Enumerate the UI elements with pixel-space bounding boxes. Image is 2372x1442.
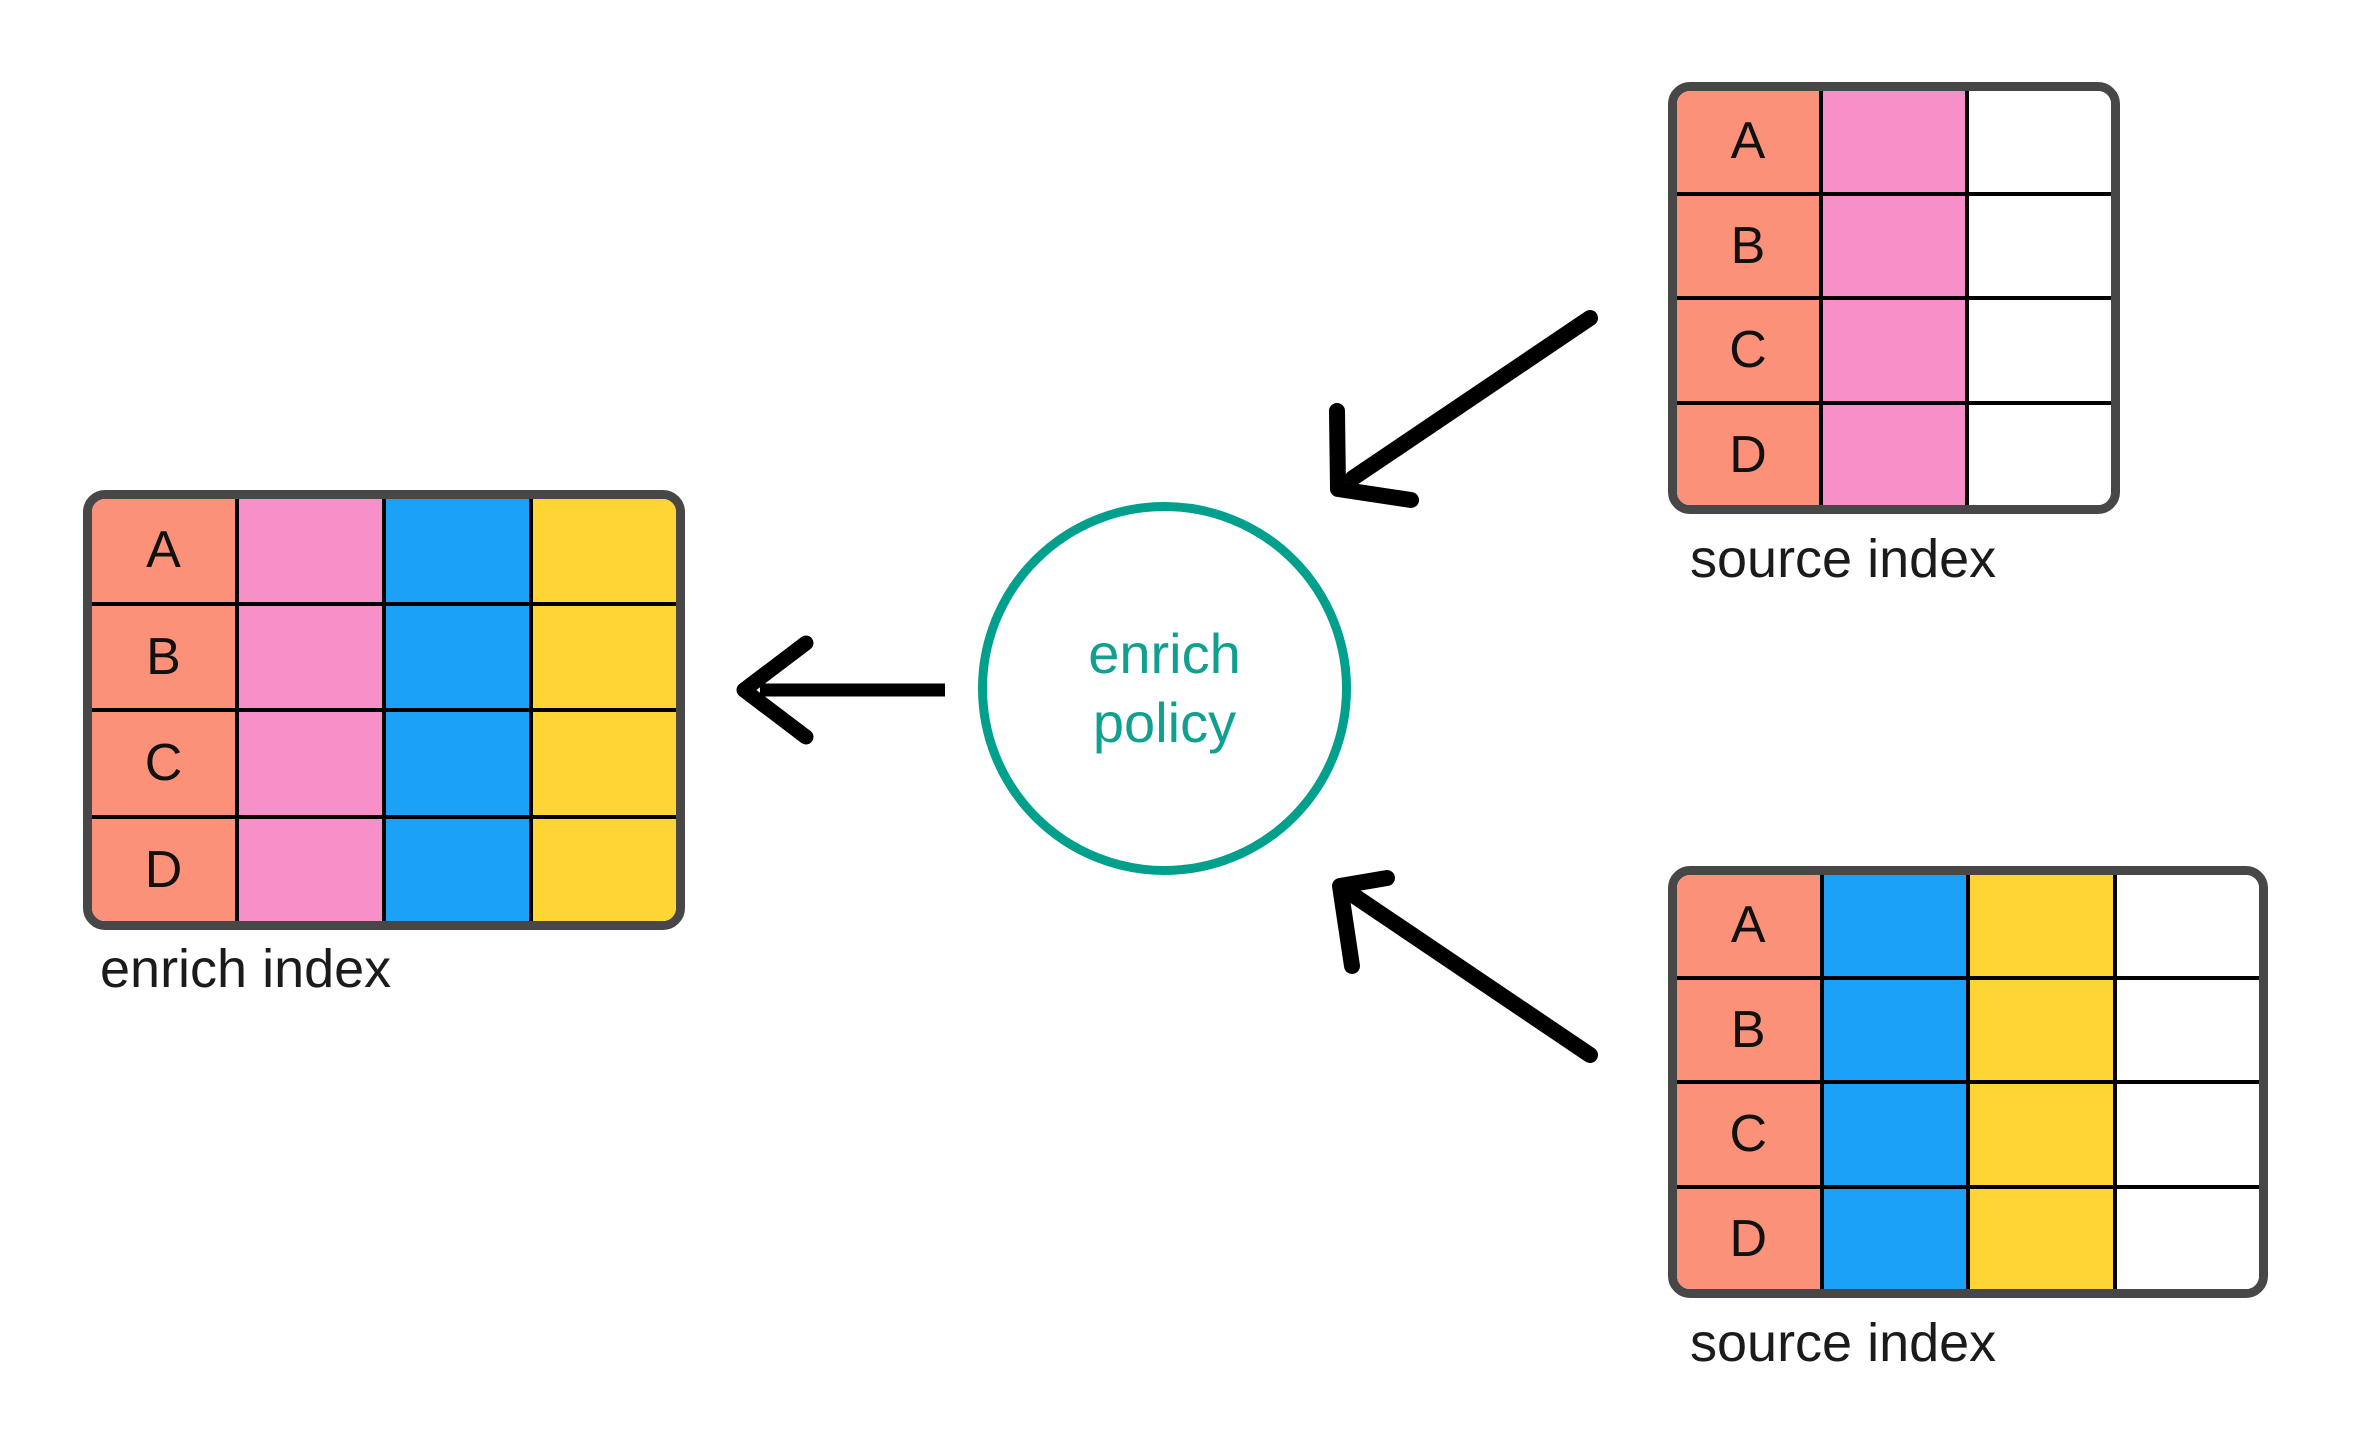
table-cell-empty <box>2116 875 2259 976</box>
table-cell-pink <box>1823 300 1969 401</box>
table-row: B <box>92 605 676 712</box>
table-row: D <box>92 818 676 921</box>
policy-label-line2: policy <box>1092 690 1237 754</box>
table-cell-empty <box>1969 300 2111 401</box>
table-cell-key: D <box>92 818 239 921</box>
source-index-top-table: A B C D <box>1668 82 2120 514</box>
enrich-index-caption: enrich index <box>100 939 392 999</box>
row-key-label: B <box>146 627 181 686</box>
source-index-bottom-caption: source index <box>1690 1313 1997 1373</box>
table-row: B <box>1677 195 2111 300</box>
table-cell-yellow <box>533 499 676 602</box>
row-key-label: C <box>1729 1105 1768 1164</box>
table-cell-key: B <box>1677 979 1824 1080</box>
table-cell-blue <box>386 712 533 815</box>
table-cell-key: A <box>1677 875 1824 976</box>
table-cell-yellow <box>533 818 676 921</box>
table-cell-empty <box>2116 1188 2259 1289</box>
table-cell-pink <box>1823 195 1969 296</box>
policy-label-line1: enrich <box>1088 622 1241 686</box>
table-cell-key: C <box>92 712 239 815</box>
table-cell-pink <box>1823 91 1969 192</box>
table-row: B <box>1677 979 2259 1084</box>
row-key-label: B <box>1730 1000 1766 1059</box>
row-key-label: D <box>1729 425 1767 484</box>
table-cell-yellow <box>1970 1188 2117 1289</box>
table-cell-pink <box>239 499 386 602</box>
row-key-label: A <box>146 521 181 580</box>
table-cell-key: A <box>92 499 239 602</box>
table-cell-blue <box>1823 1188 1970 1289</box>
row-key-label: B <box>1730 216 1766 275</box>
table-row: A <box>1677 875 2259 980</box>
row-key-label: C <box>1729 321 1767 380</box>
row-key-label: A <box>1730 896 1766 955</box>
row-key-label: D <box>1729 1209 1768 1268</box>
table-cell-blue <box>386 605 533 708</box>
enrich-policy-node: enrich policy <box>978 502 1351 875</box>
enrich-index-table: A B C D <box>83 490 685 930</box>
table-cell-yellow <box>1970 1084 2117 1185</box>
table-cell-empty <box>2116 979 2259 1080</box>
table-cell-blue <box>1823 1084 1970 1185</box>
table-row: C <box>1677 300 2111 405</box>
table-cell-yellow <box>1970 875 2117 976</box>
table-cell-empty <box>1969 404 2111 505</box>
source-index-bottom-table: A B C D <box>1668 866 2268 1298</box>
table-cell-yellow <box>533 712 676 815</box>
table-row: A <box>92 499 676 606</box>
table-cell-key: D <box>1677 404 1823 505</box>
table-cell-yellow <box>1970 979 2117 1080</box>
row-key-label: C <box>144 734 183 793</box>
table-cell-key: C <box>1677 1084 1824 1185</box>
table-cell-empty <box>1969 195 2111 296</box>
table-cell-yellow <box>533 605 676 708</box>
table-cell-pink <box>1823 404 1969 505</box>
table-cell-key: D <box>1677 1188 1824 1289</box>
table-cell-empty <box>2116 1084 2259 1185</box>
arrow-policy-to-enrich-index <box>736 635 945 745</box>
arrow-source-bottom-to-policy <box>1332 870 1598 1063</box>
table-cell-blue <box>386 499 533 602</box>
row-key-label: A <box>1730 112 1766 171</box>
table-row: C <box>92 712 676 819</box>
table-cell-key: B <box>92 605 239 708</box>
table-row: D <box>1677 1188 2259 1289</box>
row-key-label: D <box>144 840 183 899</box>
table-cell-blue <box>1823 875 1970 976</box>
table-cell-pink <box>239 818 386 921</box>
table-cell-key: C <box>1677 300 1823 401</box>
arrow-source-top-to-policy <box>1329 310 1598 508</box>
table-row: A <box>1677 91 2111 196</box>
table-cell-pink <box>239 605 386 708</box>
table-cell-key: A <box>1677 91 1823 192</box>
table-row: D <box>1677 404 2111 505</box>
table-cell-empty <box>1969 91 2111 192</box>
source-index-top-caption: source index <box>1690 529 1997 589</box>
table-row: C <box>1677 1084 2259 1189</box>
table-cell-key: B <box>1677 195 1823 296</box>
table-cell-blue <box>386 818 533 921</box>
table-cell-pink <box>239 712 386 815</box>
table-cell-blue <box>1823 979 1970 1080</box>
